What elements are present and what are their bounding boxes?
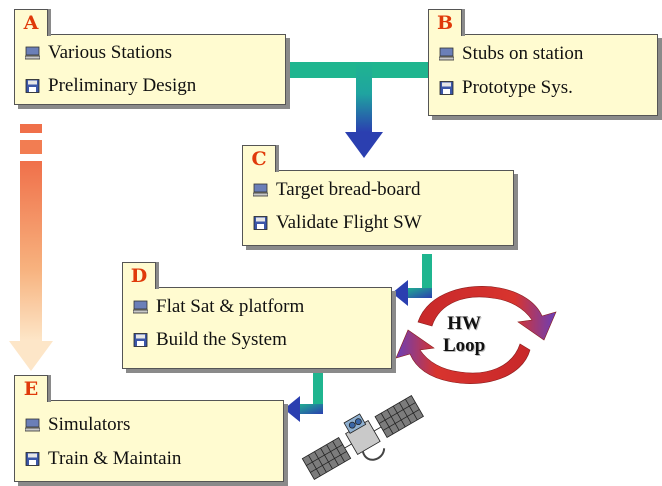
card-a-tab: A bbox=[14, 9, 48, 36]
card-d-tab: D bbox=[122, 262, 156, 289]
card-d-letter: D bbox=[130, 265, 148, 287]
satellite-icon bbox=[301, 395, 424, 480]
hw-loop-label: HW Loop bbox=[443, 313, 485, 357]
card-b-row-1: Stubs on station bbox=[439, 43, 583, 65]
card-c-line-2: Validate Flight SW bbox=[276, 212, 422, 233]
stage-card-e: Simulators Train & Maintain bbox=[14, 400, 284, 482]
computer-icon bbox=[25, 46, 40, 60]
computer-icon bbox=[439, 47, 454, 61]
card-e-line-2: Train & Maintain bbox=[48, 448, 182, 469]
card-a-row-2: Preliminary Design bbox=[25, 75, 196, 97]
card-e-line-1: Simulators bbox=[48, 414, 131, 435]
floppy-disk-icon bbox=[439, 81, 454, 95]
floppy-disk-icon bbox=[253, 216, 268, 230]
computer-icon bbox=[25, 418, 40, 432]
card-e-letter: E bbox=[23, 378, 39, 400]
card-d-line-2: Build the System bbox=[156, 329, 287, 350]
connector-c-to-d bbox=[392, 254, 432, 306]
floppy-disk-icon bbox=[133, 333, 148, 347]
floppy-disk-icon bbox=[25, 452, 40, 466]
card-e-tab: E bbox=[14, 375, 48, 402]
side-arrow-a-to-e bbox=[9, 124, 53, 371]
card-c-tab: C bbox=[242, 145, 276, 172]
card-e-row-2: Train & Maintain bbox=[25, 448, 181, 470]
card-b-row-2: Prototype Sys. bbox=[439, 77, 573, 99]
card-b-tab: B bbox=[428, 9, 462, 36]
card-e-row-1: Simulators bbox=[25, 414, 130, 436]
card-b-letter: B bbox=[436, 12, 454, 34]
computer-icon bbox=[133, 300, 148, 314]
card-c-letter: C bbox=[251, 148, 267, 170]
floppy-disk-icon bbox=[25, 79, 40, 93]
card-a-line-2: Preliminary Design bbox=[48, 75, 197, 96]
card-a-letter: A bbox=[23, 12, 39, 34]
computer-icon bbox=[253, 183, 268, 197]
stage-card-d: Flat Sat & platform Build the System bbox=[122, 287, 392, 369]
hw-loop-line-2: Loop bbox=[443, 335, 486, 356]
hw-loop-arrows bbox=[395, 286, 557, 384]
stage-card-a: Various Stations Preliminary Design bbox=[14, 34, 286, 105]
card-b-line-1: Stubs on station bbox=[462, 43, 584, 64]
card-b-line-2: Prototype Sys. bbox=[462, 77, 573, 98]
card-d-row-2: Build the System bbox=[133, 329, 287, 351]
stage-card-b: Stubs on station Prototype Sys. bbox=[428, 34, 658, 116]
connector-d-to-e bbox=[284, 372, 323, 422]
card-d-line-1: Flat Sat & platform bbox=[156, 296, 305, 317]
card-a-row-1: Various Stations bbox=[25, 42, 172, 64]
card-c-line-1: Target bread-board bbox=[276, 179, 421, 200]
card-c-row-1: Target bread-board bbox=[253, 179, 420, 201]
connector-ab-to-c bbox=[284, 62, 430, 158]
stage-card-c: Target bread-board Validate Flight SW bbox=[242, 170, 514, 246]
card-c-row-2: Validate Flight SW bbox=[253, 212, 422, 234]
card-a-line-1: Various Stations bbox=[48, 42, 173, 63]
card-d-row-1: Flat Sat & platform bbox=[133, 296, 304, 318]
hw-loop-line-1: HW bbox=[447, 313, 482, 334]
